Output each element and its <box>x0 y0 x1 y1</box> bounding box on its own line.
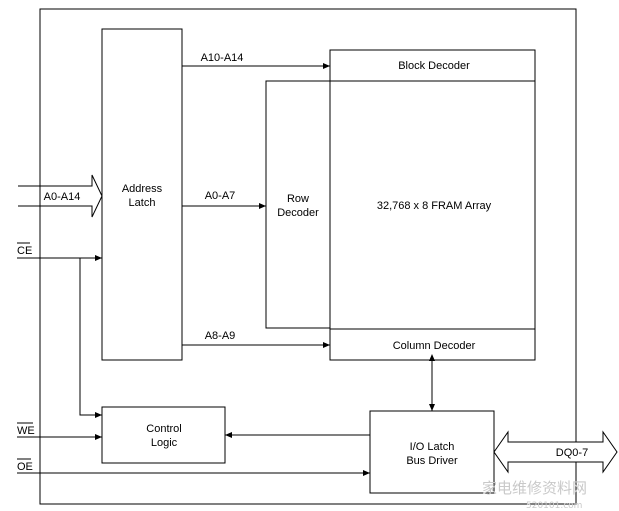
control-logic-label-1: Control <box>146 423 181 435</box>
a8-a9-label: A8-A9 <box>205 330 236 342</box>
watermark-url: 520101.com <box>526 501 582 511</box>
io-latch-label-1: I/O Latch <box>410 441 455 453</box>
address-latch-label-1: Address <box>122 183 163 195</box>
row-decoder-label-1: Row <box>287 193 309 205</box>
a0-a14-label: A0-A14 <box>44 191 81 203</box>
watermark: 家电维修资料网 520101.com <box>482 479 587 511</box>
row-decoder-label-2: Decoder <box>277 207 319 219</box>
address-latch-block: Address Latch <box>101 28 183 361</box>
control-logic-block: Control Logic <box>101 406 226 464</box>
dq-label: DQ0-7 <box>556 447 588 459</box>
a10-a14-label: A10-A14 <box>201 52 244 64</box>
oe-label: OE <box>17 461 33 473</box>
a0-a7-label: A0-A7 <box>205 190 236 202</box>
ce-to-control-line <box>79 258 102 418</box>
row-decoder-block: Row Decoder <box>265 80 331 329</box>
block-decoder-label: Block Decoder <box>398 60 470 72</box>
oe-signal: OE <box>17 458 370 476</box>
ce-label: CE <box>17 245 32 257</box>
a0-a14-bus-arrow: A0-A14 <box>18 174 103 218</box>
io-latch-block: I/O Latch Bus Driver <box>369 410 495 494</box>
address-latch-label-2: Latch <box>129 197 156 209</box>
fram-array-label: 32,768 x 8 FRAM Array <box>377 200 492 212</box>
watermark-text: 家电维修资料网 <box>482 479 587 497</box>
column-decoder-label: Column Decoder <box>393 340 476 352</box>
we-label: WE <box>17 425 35 437</box>
control-logic-label-2: Logic <box>151 437 178 449</box>
dq-bus-arrow: DQ0-7 <box>493 430 618 474</box>
we-signal: WE <box>17 422 102 440</box>
ce-signal: CE <box>17 242 102 418</box>
fram-array-block: Block Decoder 32,768 x 8 FRAM Array Colu… <box>329 49 536 361</box>
io-latch-label-2: Bus Driver <box>406 455 458 467</box>
